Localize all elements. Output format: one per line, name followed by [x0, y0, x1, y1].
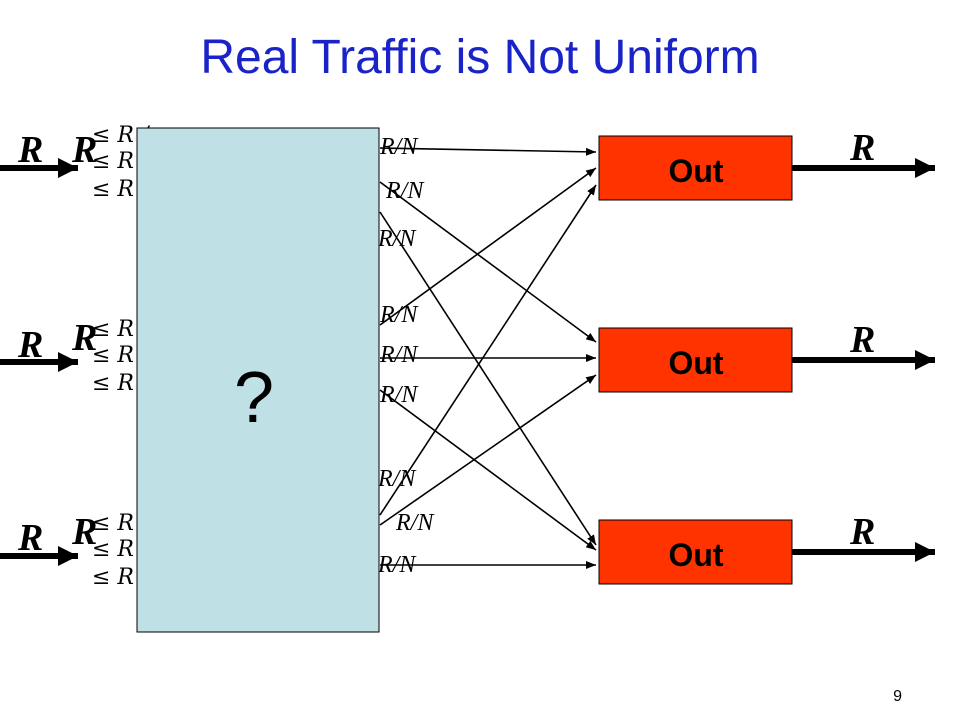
input-rate-label: R — [71, 511, 97, 553]
input-rate-label: R — [17, 324, 43, 366]
output-label: Out — [668, 537, 723, 573]
output-port-2: Out — [598, 327, 793, 393]
output-arrows — [792, 158, 935, 562]
rate-label: R/N — [379, 382, 419, 408]
crossbar-lines — [379, 147, 597, 569]
flow-line-3-2 — [379, 374, 597, 526]
slide-title: Real Traffic is Not Uniform — [200, 31, 760, 84]
output-rate-label: R — [849, 127, 875, 169]
input-rate-label: R — [71, 129, 97, 171]
input-rate-labels: R R R R R R — [17, 129, 97, 559]
rate-label: R/N — [395, 510, 435, 536]
rate-label: R/N — [377, 466, 417, 492]
rate-label: R/N — [377, 552, 417, 578]
input-rate-label: R — [17, 129, 43, 171]
rate-label: R/N — [385, 178, 425, 204]
flow-line-1-2 — [379, 181, 597, 343]
rate-label: R/N — [379, 134, 419, 160]
input-rate-label: R — [71, 317, 97, 359]
page-number: 9 — [893, 688, 902, 705]
input-rate-label: R — [17, 517, 43, 559]
output-rate-label: R — [849, 511, 875, 553]
flow-line-2-3 — [379, 389, 597, 551]
rate-label: R/N — [379, 302, 419, 328]
output-label: Out — [668, 153, 723, 189]
rate-label: R/N — [379, 342, 419, 368]
output-label: Out — [668, 345, 723, 381]
flow-line-3-1 — [379, 184, 597, 516]
flow-line-1-3 — [379, 211, 597, 546]
split-rate-labels: R/N R/N R/N R/N R/N R/N R/N R/N R/N — [377, 134, 435, 578]
switch-box — [136, 127, 380, 633]
output-port-1: Out — [598, 135, 793, 201]
output-port-3: Out — [598, 519, 793, 585]
output-rate-label: R — [849, 319, 875, 361]
output-rate-labels: R R R — [849, 127, 875, 553]
input-arrows — [0, 158, 78, 566]
flow-line-1-1 — [379, 147, 597, 156]
rate-label: R/N — [377, 226, 417, 252]
switch-question-mark: ? — [234, 358, 274, 438]
flow-line-2-1 — [379, 167, 597, 326]
